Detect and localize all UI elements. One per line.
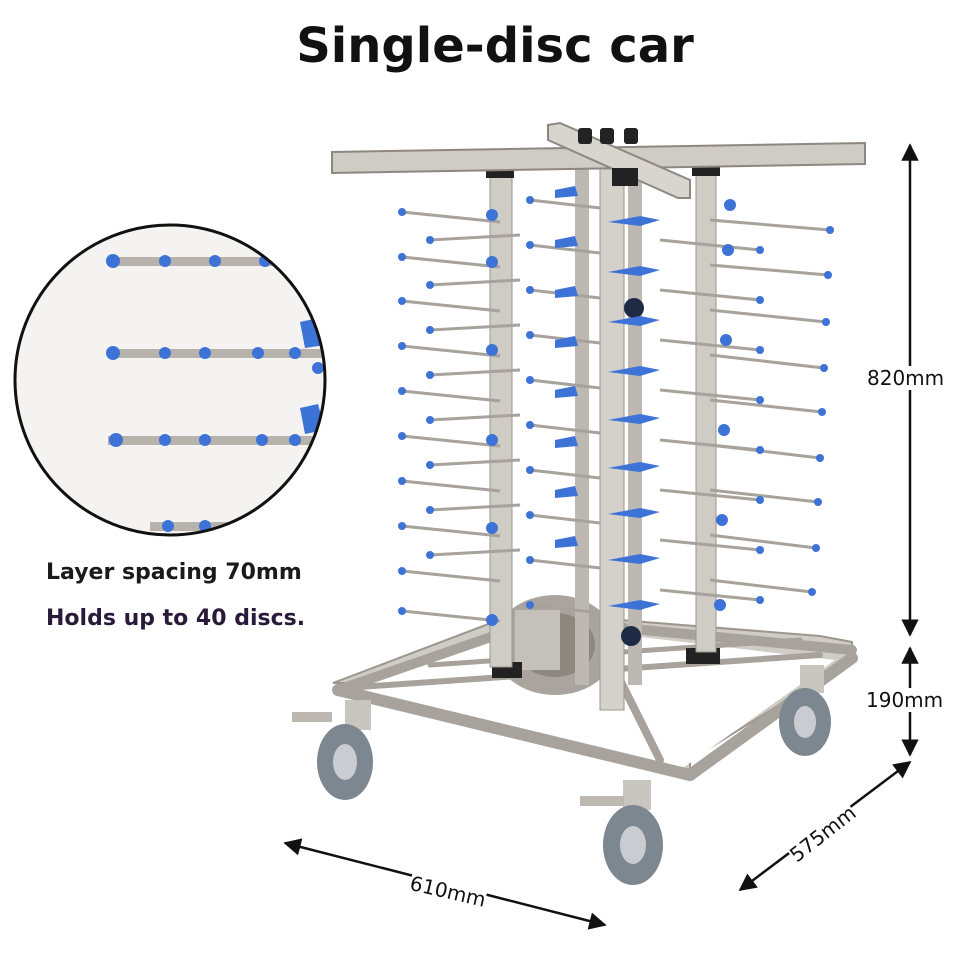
caster-wheel [779,665,831,756]
capacity-note: Holds up to 40 discs. [46,606,306,631]
plate-pins-middle [529,198,601,615]
layer-spacing-note: Layer spacing 70mm [46,560,302,585]
caster-wheel [292,700,373,800]
plate-pin-cones [526,186,660,610]
plate-pins-left [401,210,521,623]
plate-cart [292,121,866,885]
zoom-rod [106,254,325,268]
height-upper-label: 820mm [867,366,945,390]
zoom-detail-circle [13,223,327,537]
zoom-rod [108,404,325,447]
plate-pin-tips-right [714,199,834,611]
caster-wheel [580,780,663,885]
plate-pin-tips-left [398,208,498,626]
plate-pins-right [659,218,831,602]
top-handle [331,121,866,646]
page-title: Single-disc car [296,18,694,74]
height-lower-label: 190mm [866,688,944,712]
